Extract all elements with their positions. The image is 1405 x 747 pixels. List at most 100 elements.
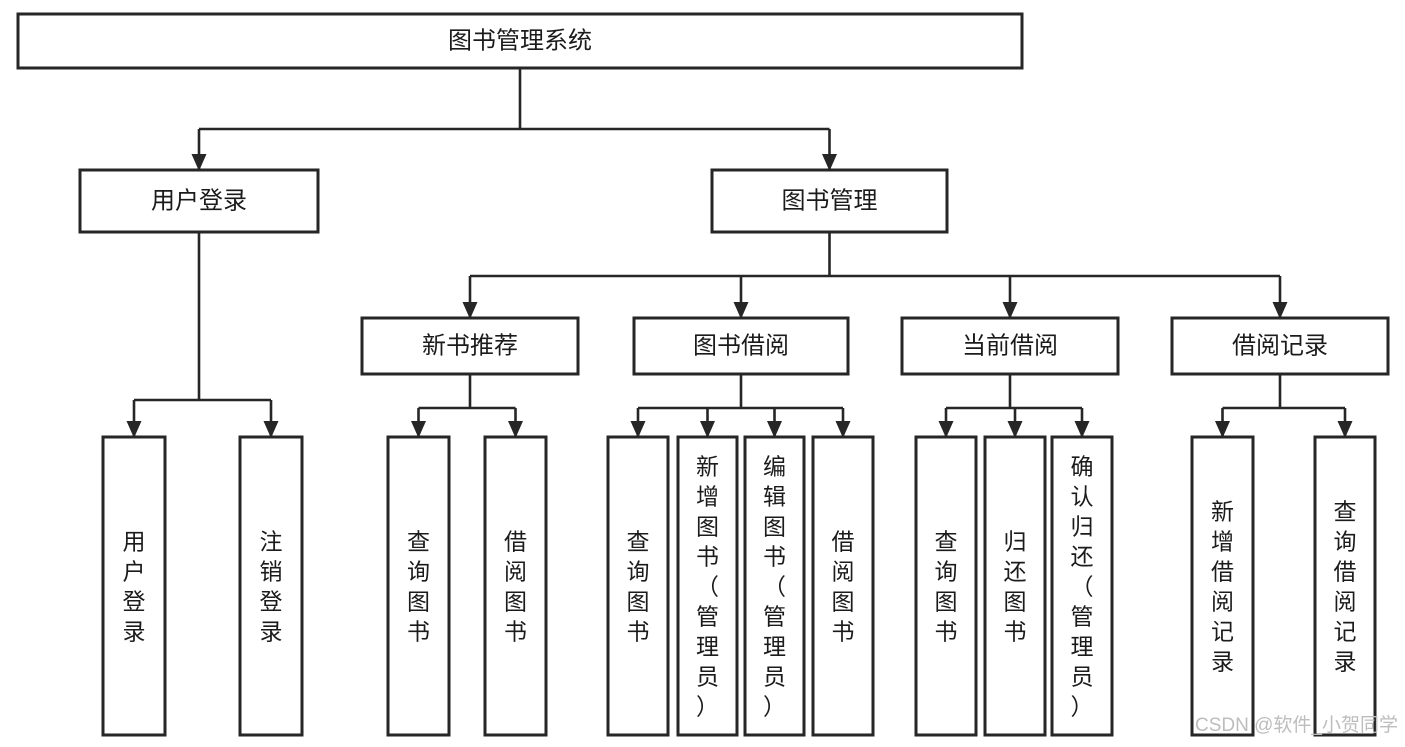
node-label-char: （ — [1071, 573, 1094, 599]
node-book-management[interactable]: 图书管理 — [710, 168, 949, 234]
node-label-char: 员 — [1071, 663, 1094, 689]
node-label-char: 书 — [696, 543, 719, 569]
node-layer: 图书管理系统用户登录图书管理新书推荐图书借阅当前借阅借阅记录用户登录用户登录注销… — [16, 12, 1390, 737]
node-label-char: 书 — [763, 543, 786, 569]
node-label-char: 查 — [627, 528, 650, 554]
node-leaf-query-book-2[interactable]: 查询图书查询图书 — [606, 435, 670, 737]
node-label-char: 询 — [407, 558, 430, 584]
node-label-char: 记 — [1334, 618, 1357, 644]
node-label-char: 书 — [504, 618, 527, 644]
node-box — [1170, 316, 1390, 376]
node-leaf-return-book[interactable]: 归还图书归还图书 — [983, 435, 1047, 737]
node-label-char: 图 — [407, 588, 430, 614]
arrow-head-icon — [191, 154, 207, 171]
arrow-head-icon — [1074, 421, 1090, 438]
node-leaf-query-record[interactable]: 查询借阅记录查询借阅记录 — [1313, 435, 1377, 737]
node-label-char: 书 — [627, 618, 650, 644]
node-label-char: 登 — [260, 588, 283, 614]
arrow-head-icon — [508, 421, 523, 438]
node-leaf-logout[interactable]: 注销登录注销登录 — [238, 435, 304, 737]
node-box — [743, 435, 806, 737]
node-box — [914, 435, 978, 737]
arrow-head-icon — [411, 421, 426, 438]
node-label-char: 图 — [763, 513, 786, 539]
node-label-char: 图 — [935, 588, 958, 614]
node-label-char: 增 — [1211, 528, 1234, 554]
node-label-char: 记 — [1211, 618, 1234, 644]
node-label-char: 辑 — [763, 483, 786, 509]
node-label: 用户登录 — [151, 187, 247, 214]
node-user-login[interactable]: 用户登录 — [78, 168, 320, 234]
node-label-char: 借 — [504, 528, 527, 554]
arrow-head-icon — [630, 421, 646, 438]
node-label-char: （ — [696, 573, 719, 599]
connector-layer — [126, 68, 1353, 438]
node-leaf-query-book-1[interactable]: 查询图书查询图书 — [386, 435, 451, 737]
node-label-char: 借 — [832, 528, 855, 554]
node-label-char: 销 — [260, 558, 283, 584]
node-box — [632, 316, 850, 376]
node-label-char: 管 — [696, 603, 719, 629]
node-box — [1050, 435, 1114, 737]
node-box — [676, 435, 739, 737]
node-label-char: 理 — [763, 633, 786, 659]
arrow-head-icon — [462, 302, 478, 319]
node-current-borrow[interactable]: 当前借阅 — [900, 316, 1120, 376]
node-leaf-query-book-3[interactable]: 查询图书查询图书 — [914, 435, 978, 737]
node-box — [983, 435, 1047, 737]
node-label-char: 增 — [696, 483, 719, 509]
node-label-char: 注 — [260, 528, 283, 554]
node-label-char: 理 — [696, 633, 719, 659]
arrow-head-icon — [767, 421, 782, 438]
edges-userlogin-to-leaves — [126, 232, 279, 438]
node-label-char: 图 — [832, 588, 855, 614]
node-box — [386, 435, 451, 737]
node-box — [811, 435, 875, 737]
node-leaf-add-record[interactable]: 新增借阅记录新增借阅记录 — [1190, 435, 1255, 737]
node-label: 图书管理 — [782, 187, 878, 214]
node-label-char: 归 — [1071, 513, 1094, 539]
node-label-char: 查 — [1334, 498, 1357, 524]
node-new-book-recommend[interactable]: 新书推荐 — [360, 316, 580, 376]
arrow-head-icon — [1337, 421, 1353, 438]
node-label-char: 图 — [696, 513, 719, 539]
node-label-char: 录 — [1211, 648, 1234, 674]
node-book-borrow[interactable]: 图书借阅 — [632, 316, 850, 376]
arrow-head-icon — [1215, 421, 1230, 438]
node-root[interactable]: 图书管理系统 — [16, 12, 1024, 70]
node-label-char: 阅 — [1211, 588, 1234, 614]
edges-currentborrow-to-leaves — [938, 374, 1090, 438]
node-leaf-borrow-book-2[interactable]: 借阅图书借阅图书 — [811, 435, 875, 737]
node-box — [78, 168, 320, 234]
node-label: 图书借阅 — [693, 332, 789, 359]
node-box — [710, 168, 949, 234]
edges-root-to-level2 — [191, 68, 837, 171]
csdn-watermark: CSDN @软件_小贺同学 — [1195, 714, 1398, 736]
edges-bookmgmt-to-level3 — [462, 232, 1288, 319]
node-label-char: 录 — [260, 618, 283, 644]
node-label-char: ） — [1071, 693, 1094, 719]
arrow-head-icon — [835, 421, 851, 438]
arrow-head-icon — [263, 421, 279, 438]
arrow-head-icon — [126, 421, 142, 438]
node-label-char: （ — [763, 573, 786, 599]
watermark-layer: CSDN @软件_小贺同学 — [1195, 714, 1398, 736]
node-label-char: 借 — [1334, 558, 1357, 584]
edges-borrowrecord-to-leaves — [1215, 374, 1353, 438]
node-label-char: 新 — [696, 453, 719, 479]
node-borrow-record[interactable]: 借阅记录 — [1170, 316, 1390, 376]
node-label: 当前借阅 — [962, 332, 1058, 359]
node-leaf-user-login[interactable]: 用户登录用户登录 — [101, 435, 167, 737]
node-label-char: 编 — [763, 453, 786, 479]
node-label-char: 登 — [123, 588, 146, 614]
node-label: 新书推荐 — [422, 332, 518, 359]
node-label-char: 借 — [1211, 558, 1234, 584]
node-leaf-borrow-book-1[interactable]: 借阅图书借阅图书 — [483, 435, 548, 737]
node-label-char: 查 — [407, 528, 430, 554]
edges-bookborrow-to-leaves — [630, 374, 851, 438]
arrow-head-icon — [938, 421, 954, 438]
